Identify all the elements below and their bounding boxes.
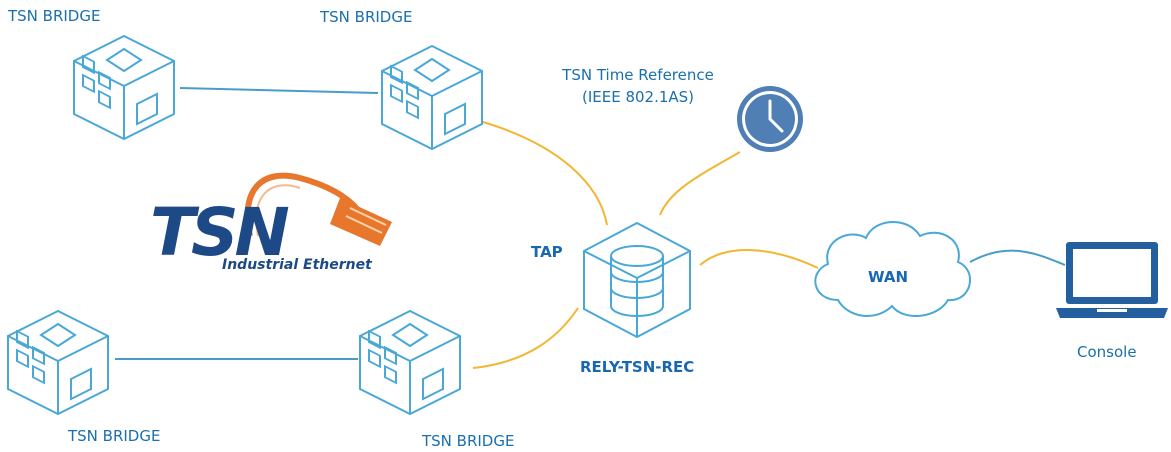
ethernet-cable-icon (244, 172, 392, 246)
link-recorder-to-wan (699, 249, 819, 269)
time-reference-label-line1: TSN Time Reference (562, 66, 714, 84)
tap-label: TAP (531, 243, 563, 261)
time-reference-label-line2: (IEEE 802.1AS) (581, 88, 695, 106)
laptop-icon (1056, 242, 1168, 318)
bridge-bottom-right-label: TSN BRIDGE (422, 432, 515, 450)
link-bridge-to-tap-top (482, 121, 608, 226)
link-bridge-top (179, 87, 379, 94)
clock-icon (737, 86, 803, 152)
wan-label: WAN (868, 268, 909, 286)
bridge-bottom-right-icon (359, 310, 461, 415)
recorder-database-icon (583, 221, 691, 339)
logo-subtitle: Industrial Ethernet (222, 257, 372, 273)
wan-cloud-icon (814, 221, 971, 318)
logo-title: TSN (150, 194, 290, 271)
bridge-bottom-left-label: TSN BRIDGE (68, 427, 161, 445)
recorder-label: RELY-TSN-REC (580, 358, 695, 376)
bridge-top-right-icon (381, 45, 483, 150)
link-bridge-to-tap-bottom (472, 307, 579, 369)
link-clock-to-recorder (659, 151, 741, 216)
bridge-top-left-label: TSN BRIDGE (8, 7, 101, 25)
console-label: Console (1077, 343, 1137, 361)
link-wan-to-console (969, 249, 1066, 266)
bridge-top-right-label: TSN BRIDGE (320, 8, 413, 26)
bridge-bottom-left-icon (7, 310, 109, 415)
bridge-top-left-icon (73, 35, 175, 140)
